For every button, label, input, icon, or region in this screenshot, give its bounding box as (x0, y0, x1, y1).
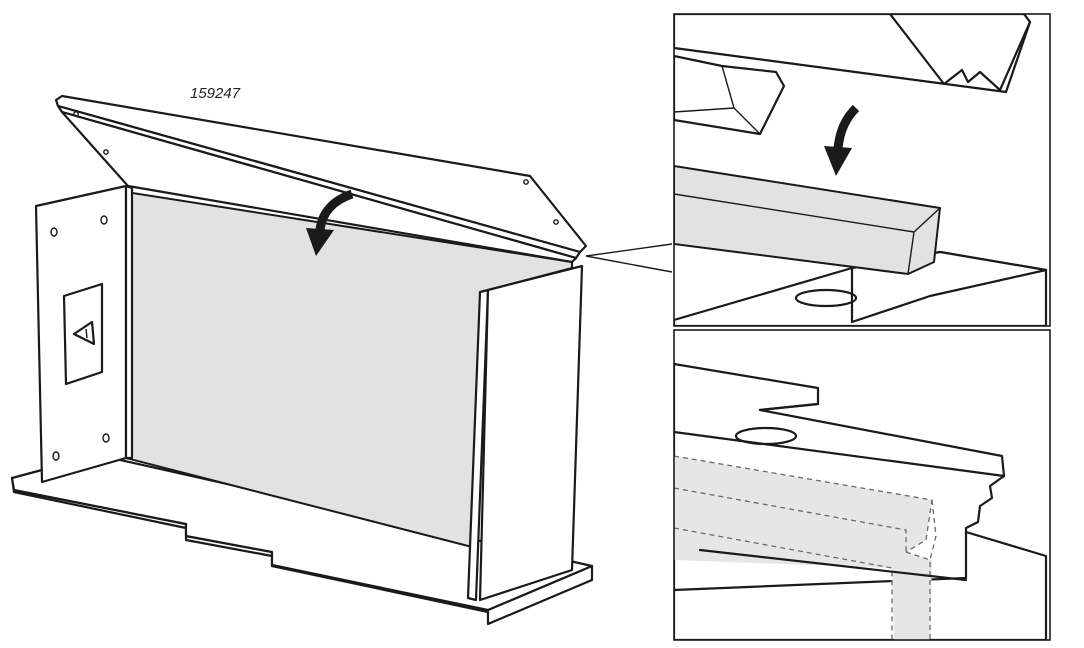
detail-frame (673, 329, 1051, 641)
screw-hole (52, 451, 60, 461)
main-assembly-view: 159247 (10, 85, 673, 626)
lid-hole (523, 179, 529, 185)
detail-leader-line (585, 255, 673, 273)
left-side-panel (34, 184, 134, 484)
hole (734, 426, 798, 446)
curved-arrow-down-icon (824, 104, 860, 176)
right-side-panel (466, 264, 584, 602)
lid-hole (553, 219, 559, 225)
top-lid (54, 94, 588, 264)
warning-label (62, 282, 104, 386)
hole (794, 288, 858, 308)
screw-hole (50, 227, 58, 237)
warning-triangle-icon (72, 320, 96, 346)
detail-frame (673, 13, 1051, 327)
detail-view-lid-insert (673, 13, 1051, 327)
curved-arrow-down-icon (306, 189, 354, 256)
part-number: 159247 (190, 85, 241, 102)
detail-leader-line (585, 243, 673, 257)
lid-hole (73, 111, 79, 117)
screw-hole (100, 215, 108, 225)
lid-hole (103, 149, 109, 155)
screw-hole (102, 433, 110, 443)
detail-view-assembled-section (673, 329, 1051, 641)
